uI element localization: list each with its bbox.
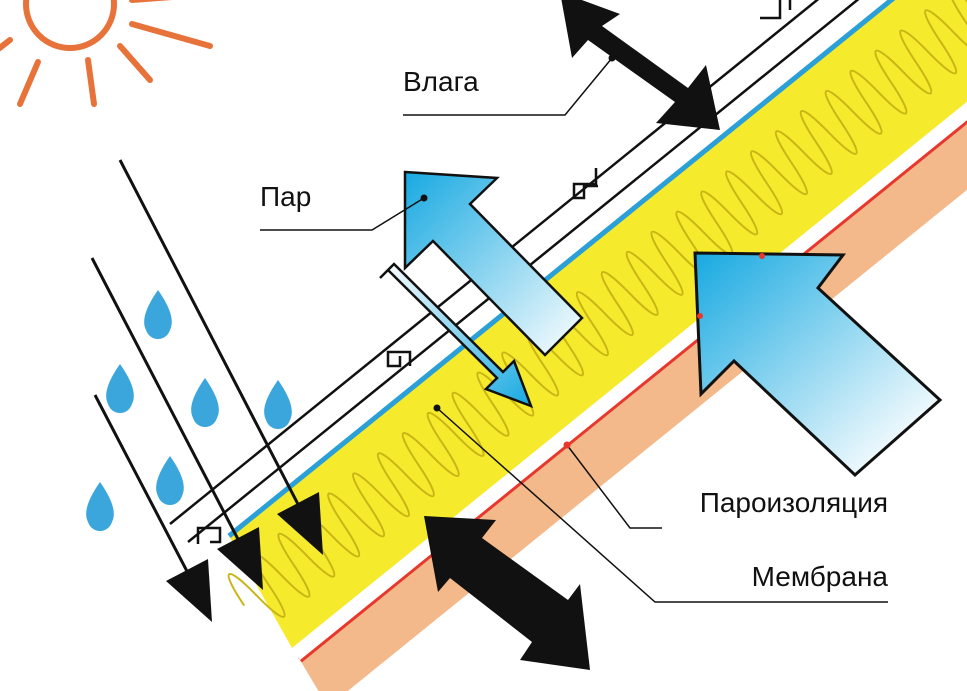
membrane-line [227, 0, 896, 538]
rain-drop-icon [156, 456, 184, 505]
rain-drops [86, 290, 292, 531]
label-membrane: Мембрана [752, 561, 889, 592]
rain-drop-icon [86, 482, 114, 531]
leader-dots [420, 54, 765, 449]
vapor-arrow-down [379, 262, 534, 409]
insulation-zigzag [227, 0, 967, 618]
rain-arrows [90, 159, 323, 622]
roof-covering [169, 0, 860, 544]
rain-drop-icon [106, 364, 134, 413]
rain-arrow-icon [93, 394, 212, 622]
label-vapor: Пар [260, 181, 311, 212]
sun-icon [0, 0, 213, 107]
rain-arrow-icon [90, 257, 263, 590]
rain-drop-icon [144, 290, 172, 339]
leader-lines [260, 57, 888, 603]
rain-arrow-icon [118, 159, 323, 555]
vapor-arrow-large [693, 251, 943, 478]
moisture-arrow-top [561, 0, 720, 130]
vapor-arrow-up [403, 170, 584, 357]
insulation-layer [229, 0, 967, 648]
label-vapor-barrier: Пароизоляция [700, 487, 888, 518]
moisture-arrow-bottom [424, 516, 590, 670]
label-moisture: Влага [403, 66, 479, 97]
rain-drop-icon [191, 378, 219, 427]
rain-drop-icon [264, 380, 292, 429]
